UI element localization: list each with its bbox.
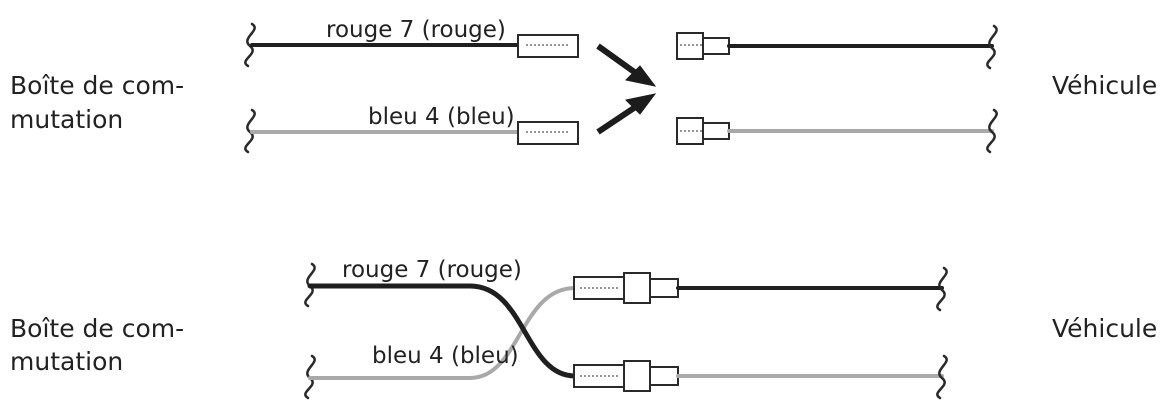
top-left-label-line2: mutation bbox=[10, 105, 123, 134]
bottom-lower-connector bbox=[573, 360, 679, 392]
top-red-left-connector bbox=[517, 34, 579, 58]
top-blue-wire-label: bleu 4 (bleu) bbox=[368, 104, 515, 130]
top-red-right-connector bbox=[676, 32, 730, 60]
bottom-panel: Boîte de com- mutation Véhicule rouge 7 … bbox=[10, 257, 1157, 400]
bottom-left-label-line1: Boîte de com- bbox=[10, 314, 184, 343]
top-panel: Boîte de com- mutation Véhicule rouge 7 … bbox=[10, 17, 1157, 154]
bottom-red-wire-crossing bbox=[307, 283, 578, 379]
bottom-red-right-break bbox=[936, 266, 948, 312]
top-left-label-line1: Boîte de com- bbox=[10, 71, 184, 100]
top-blue-left-connector bbox=[517, 121, 579, 145]
bottom-upper-connector bbox=[573, 272, 679, 304]
bottom-blue-right-break bbox=[936, 354, 948, 400]
bottom-right-label: Véhicule bbox=[1052, 314, 1157, 343]
top-arrow-down-icon bbox=[596, 43, 657, 87]
bottom-blue-wire-crossing bbox=[308, 286, 577, 380]
bottom-left-label-line2: mutation bbox=[10, 347, 123, 376]
top-red-wire-break bbox=[244, 22, 256, 68]
top-blue-right-break bbox=[986, 108, 998, 154]
top-red-right-break bbox=[986, 24, 998, 70]
bottom-red-wire-label: rouge 7 (rouge) bbox=[342, 257, 522, 283]
top-arrow-up-icon bbox=[596, 93, 657, 135]
top-right-label: Véhicule bbox=[1052, 71, 1157, 100]
top-blue-right-connector bbox=[676, 117, 730, 145]
bottom-blue-wire-label: bleu 4 (bleu) bbox=[372, 343, 519, 369]
top-red-wire-label: rouge 7 (rouge) bbox=[326, 17, 506, 43]
